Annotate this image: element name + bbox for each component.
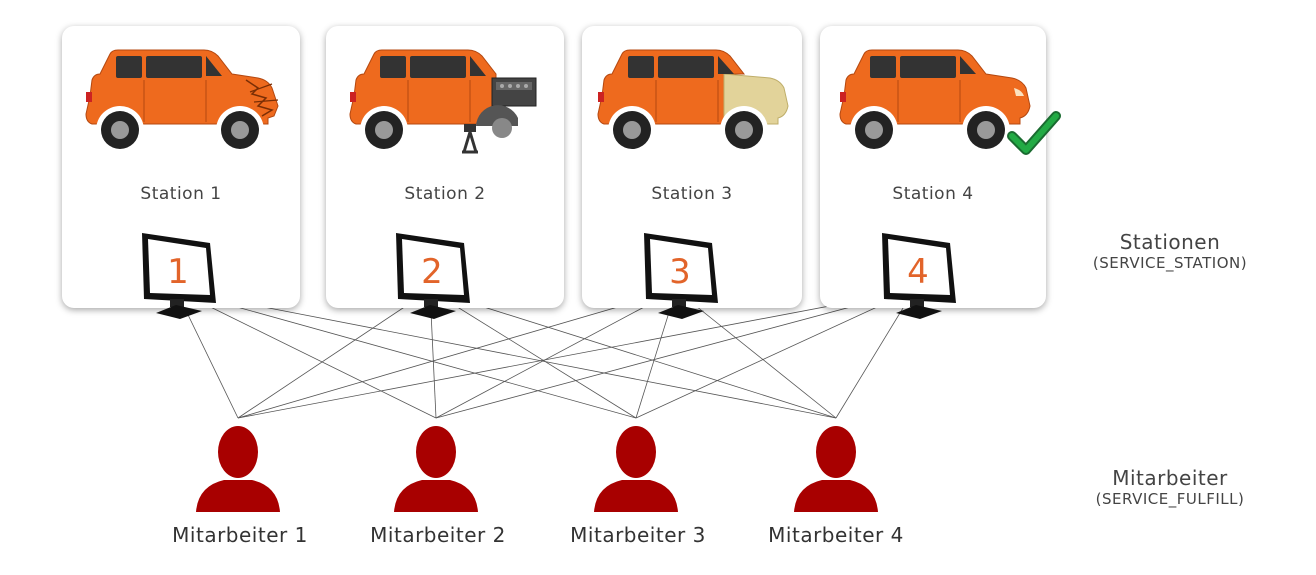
monitor-number-2: 2 xyxy=(421,252,443,292)
link-s4-w2 xyxy=(435,289,915,419)
monitor-icon: 4 xyxy=(882,233,956,319)
link-s2-w1 xyxy=(237,289,431,419)
car-icon xyxy=(85,49,279,154)
check-icon xyxy=(1007,111,1061,155)
worker-label-2: Mitarbeiter 2 xyxy=(370,523,506,547)
link-s4-w3 xyxy=(635,289,915,419)
station-card-1: Station 1 1 xyxy=(62,26,300,319)
station-label-4: Station 4 xyxy=(892,184,974,204)
person-icon xyxy=(594,426,678,512)
station-label-3: Station 3 xyxy=(651,184,733,204)
person-icon xyxy=(794,426,878,512)
monitor-icon: 3 xyxy=(644,233,718,319)
monitor-icon: 2 xyxy=(396,233,470,319)
station-label-2: Station 2 xyxy=(404,184,486,204)
person-icon xyxy=(196,426,280,512)
worker-label-3: Mitarbeiter 3 xyxy=(570,523,706,547)
stations-group-label: Stationen (SERVICE_STATION) xyxy=(1060,230,1280,272)
worker-label-1: Mitarbeiter 1 xyxy=(172,523,308,547)
worker-label-4: Mitarbeiter 4 xyxy=(768,523,904,547)
workers-group-subtitle: (SERVICE_FULFILL) xyxy=(1095,490,1245,508)
link-s3-w2 xyxy=(435,289,677,419)
stations-group-subtitle: (SERVICE_STATION) xyxy=(1092,254,1248,272)
person-icon xyxy=(394,426,478,512)
link-s2-w4 xyxy=(429,289,837,419)
monitor-number-4: 4 xyxy=(907,252,929,292)
station-card-2: Station 2 2 xyxy=(326,26,564,319)
car-icon xyxy=(349,49,537,154)
workers-group-title: Mitarbeiter xyxy=(1112,466,1228,490)
link-s2-w3 xyxy=(429,289,637,419)
station-card-4: Station 4 4 xyxy=(820,26,1061,319)
monitor-number-1: 1 xyxy=(167,252,189,292)
car-icon xyxy=(839,49,1031,154)
workers-group-label: Mitarbeiter (SERVICE_FULFILL) xyxy=(1060,466,1280,508)
link-s1-w3 xyxy=(175,289,637,419)
car-icon xyxy=(597,49,789,154)
link-s3-w1 xyxy=(237,289,677,419)
link-s1-w2 xyxy=(175,289,437,419)
station-label-1: Station 1 xyxy=(140,184,222,204)
station-card-3: Station 3 3 xyxy=(582,26,802,319)
stations-group-title: Stationen xyxy=(1119,230,1221,254)
link-s1-w4 xyxy=(175,289,837,419)
monitor-number-3: 3 xyxy=(669,252,691,292)
monitor-icon: 1 xyxy=(142,233,216,319)
link-s4-w1 xyxy=(237,289,915,419)
